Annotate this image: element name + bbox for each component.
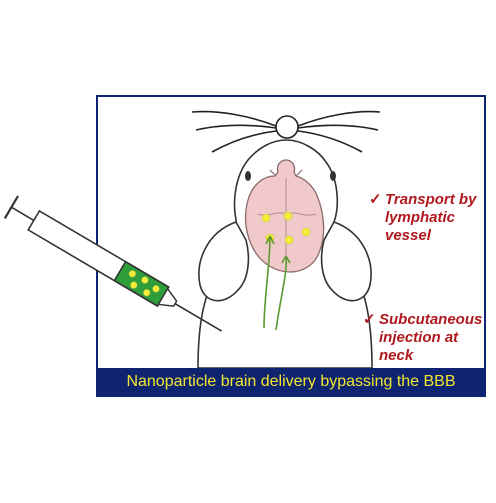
nanoparticle-dot: [284, 235, 294, 245]
caption-text: Nanoparticle brain delivery bypassing th…: [126, 373, 456, 390]
check-icon: ✓: [363, 311, 376, 328]
left-eye: [245, 171, 251, 181]
annotation-line: lymphatic: [385, 209, 456, 226]
syringe-plunger: [3, 195, 19, 219]
syringe-icon: [3, 195, 223, 332]
syringe-needle: [174, 302, 223, 332]
annotation-transport: ✓ Transport by lymphatic vessel: [369, 191, 489, 251]
annotation-injection: ✓ Subcutaneous injection at neck: [363, 311, 491, 371]
caption-bar: Nanoparticle brain delivery bypassing th…: [97, 368, 485, 396]
annotation-line: injection at: [379, 329, 459, 346]
nanoparticle-dot: [301, 227, 311, 237]
syringe-hub: [157, 287, 178, 307]
brain-nanoparticles: [261, 211, 311, 245]
nanoparticle-dot: [261, 213, 271, 223]
right-eye: [330, 171, 336, 181]
lymphatic-arrows: [263, 235, 291, 331]
check-icon: ✓: [369, 191, 382, 208]
annotation-line: neck: [379, 347, 414, 364]
annotation-line: vessel: [385, 227, 431, 244]
annotation-line: Transport by: [385, 191, 477, 208]
nose-icon: [275, 115, 299, 139]
annotation-line: Subcutaneous: [379, 311, 483, 328]
nanoparticle-dot: [283, 211, 293, 221]
whiskers: [191, 110, 381, 153]
